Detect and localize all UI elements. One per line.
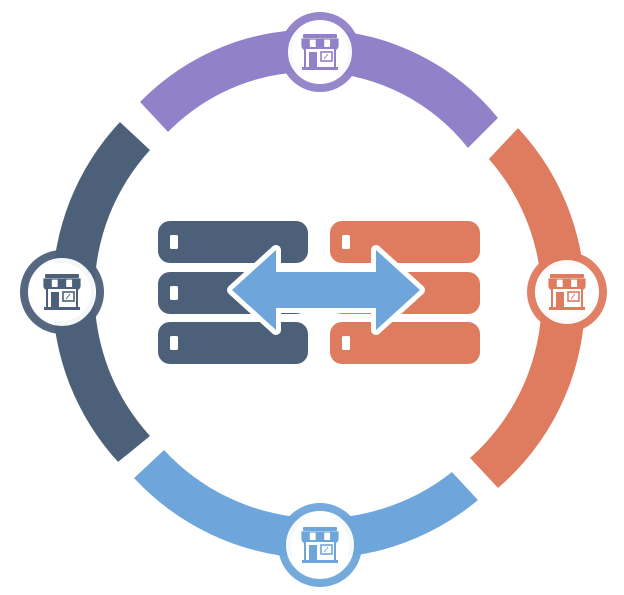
store-icon — [301, 527, 339, 563]
ring-notch-bottom-right — [452, 458, 498, 500]
store-icon — [548, 274, 586, 310]
store-icon — [301, 34, 339, 70]
double-arrow-icon — [227, 245, 425, 335]
ring-segment-purple — [140, 29, 498, 149]
store-icon — [43, 274, 81, 310]
store-node-bottom — [278, 503, 362, 587]
store-node-left — [20, 250, 104, 334]
ring-notch-top-right — [468, 118, 520, 160]
store-node-right — [527, 252, 607, 332]
ring-notch-bottom-left — [118, 436, 164, 478]
store-node-top — [280, 12, 360, 92]
ring-segment-orange — [470, 128, 586, 488]
ring-notch-top-left — [120, 102, 168, 150]
ring-segment-blue — [134, 450, 478, 559]
ring-segment-slate — [52, 122, 150, 464]
